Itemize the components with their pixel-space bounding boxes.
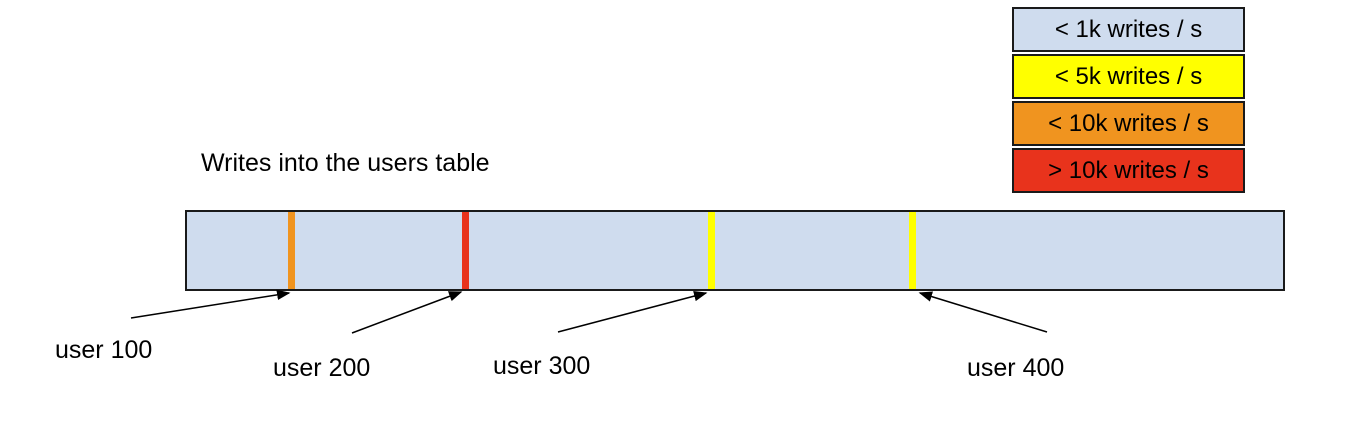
users-table-bar	[185, 210, 1285, 291]
label-user-100: user 100	[55, 336, 153, 364]
write-hotspot-marker-user-200	[462, 212, 470, 289]
label-user-400: user 400	[967, 354, 1065, 382]
write-hotspot-marker-user-400	[909, 212, 917, 289]
arrow-user-300	[557, 290, 708, 333]
legend-item-gt-10k-label: > 10k writes / s	[1048, 156, 1209, 184]
arrow-user-400	[918, 291, 1048, 333]
legend-item-lt-5k-label: < 5k writes / s	[1054, 62, 1203, 90]
arrow-user-200	[351, 291, 463, 334]
write-hotspot-marker-user-300	[707, 212, 715, 289]
legend-item-lt-1k-label: < 1k writes / s	[1054, 15, 1203, 43]
legend-item-lt-5k: < 5k writes / s	[1012, 54, 1245, 99]
legend-item-lt-1k: < 1k writes / s	[1012, 7, 1245, 52]
legend: < 1k writes / s < 5k writes / s < 10k wr…	[1012, 7, 1245, 193]
legend-item-lt-10k-label: < 10k writes / s	[1048, 109, 1209, 137]
legend-item-gt-10k: > 10k writes / s	[1012, 148, 1245, 193]
diagram-title: Writes into the users table	[201, 149, 490, 177]
arrow-user-100	[130, 289, 291, 319]
legend-item-lt-10k: < 10k writes / s	[1012, 101, 1245, 146]
label-user-300: user 300	[493, 352, 591, 380]
write-hotspot-marker-user-100	[287, 212, 295, 289]
label-user-200: user 200	[273, 354, 371, 382]
